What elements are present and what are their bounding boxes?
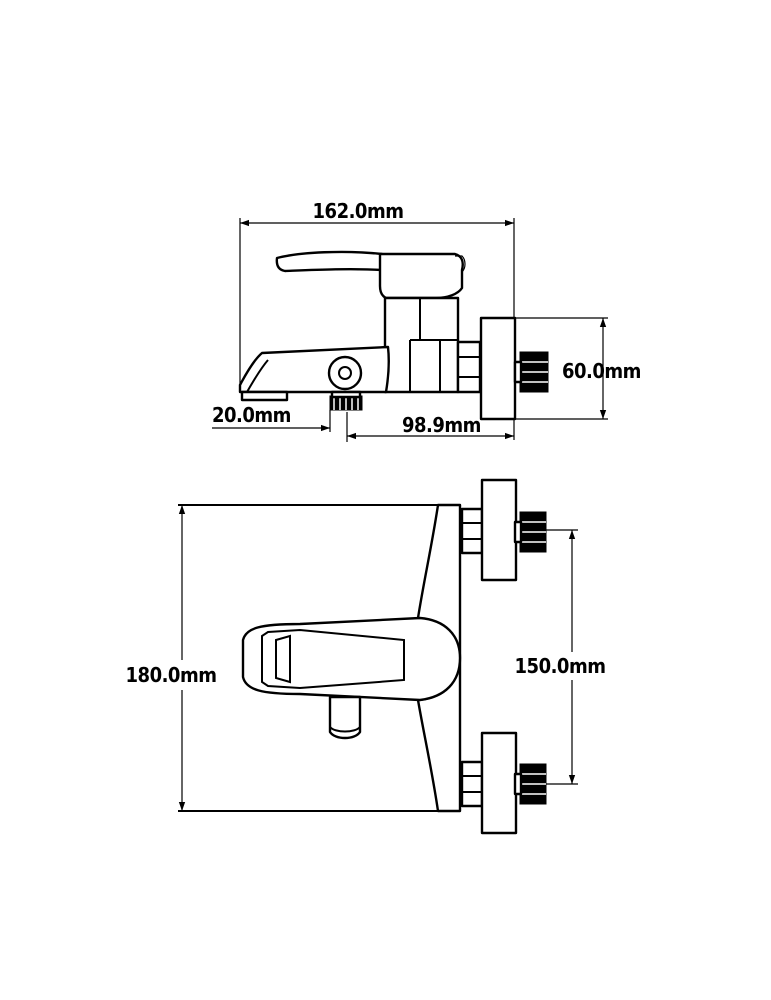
- upper-wall-flange: [480, 478, 518, 582]
- lever-handle: [275, 250, 384, 273]
- diverter-knob: [327, 355, 363, 391]
- label-outlet-offset: 98.9mm: [402, 413, 481, 437]
- spout-outlet: [240, 390, 289, 402]
- plan-view: [178, 478, 578, 835]
- lever-head: [378, 252, 464, 300]
- handle-top-view: [241, 616, 462, 702]
- shower-outlet-plan: [328, 695, 362, 740]
- cartridge-body: [383, 296, 460, 394]
- side-view: [212, 218, 608, 442]
- label-spout-outlet: 20.0mm: [212, 403, 291, 427]
- lower-hex-nut: [460, 760, 484, 808]
- wall-flange: [479, 316, 517, 421]
- upper-hex-nut: [460, 507, 484, 555]
- label-inlet-spacing: 150.0mm: [515, 654, 606, 678]
- label-body-height: 180.0mm: [126, 663, 217, 687]
- label-overall-width: 162.0mm: [313, 199, 404, 223]
- hex-nut: [456, 340, 482, 394]
- spout: [238, 345, 391, 394]
- lower-wall-flange: [480, 731, 518, 835]
- label-flange-height: 60.0mm: [562, 359, 641, 383]
